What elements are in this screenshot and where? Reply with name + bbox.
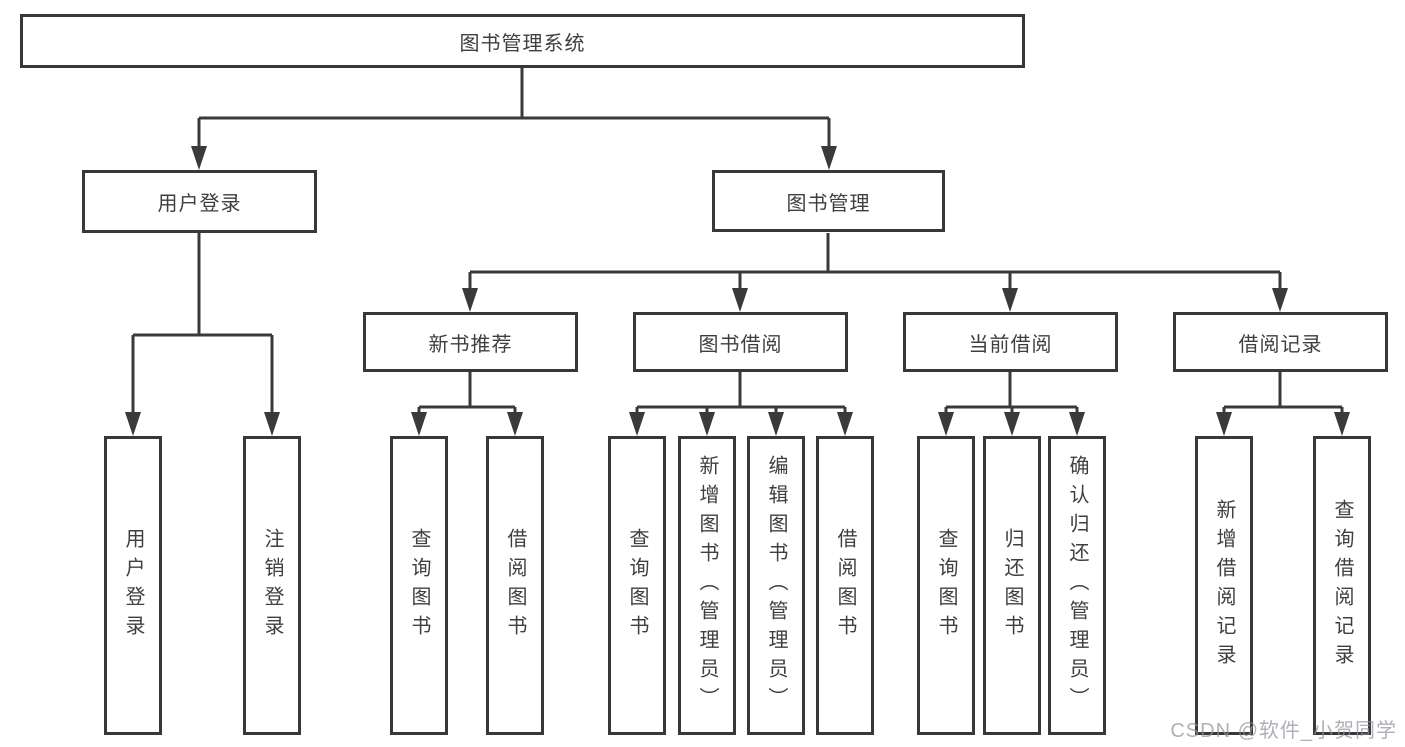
arrowhead-icon (191, 146, 207, 170)
node-label: 查询图书 (626, 527, 648, 644)
node-leaf-logout: 注销登录 (243, 436, 301, 735)
node-leaf-query-books-3: 查询图书 (917, 436, 975, 735)
node-label: 用户登录 (157, 193, 242, 215)
node-leaf-query-borrow-record: 查询借阅记录 (1313, 436, 1371, 735)
node-label: 用户登录 (122, 527, 144, 644)
node-book-borrowing: 图书借阅 (633, 312, 848, 372)
node-label: 注销登录 (261, 527, 283, 644)
node-leaf-borrow-books-1: 借阅图书 (486, 436, 544, 735)
node-leaf-borrow-books-2: 借阅图书 (816, 436, 874, 735)
node-label: 新增借阅记录 (1213, 498, 1235, 673)
node-leaf-query-books-2: 查询图书 (608, 436, 666, 735)
arrowhead-icon (629, 412, 645, 436)
arrowhead-icon (1272, 288, 1288, 312)
arrowhead-icon (821, 146, 837, 170)
node-label: 查询借阅记录 (1331, 498, 1353, 673)
node-book-management: 图书管理 (712, 170, 945, 232)
node-label: 当前借阅 (968, 333, 1053, 356)
arrowhead-icon (125, 412, 141, 436)
node-label: 新书推荐 (428, 333, 513, 356)
arrowhead-icon (768, 412, 784, 436)
arrowhead-icon (264, 412, 280, 436)
arrowhead-icon (938, 412, 954, 436)
csdn-watermark: CSDN @软件_小贺同学 (1170, 720, 1397, 742)
node-borrowing-records: 借阅记录 (1173, 312, 1388, 372)
node-label: 归还图书 (1001, 527, 1023, 644)
node-leaf-add-books-admin: 新增图书（管理员） (678, 436, 736, 735)
node-label: 图书管理系统 (459, 32, 586, 55)
node-leaf-return-books: 归还图书 (983, 436, 1041, 735)
node-user-login: 用户登录 (82, 170, 317, 233)
node-leaf-add-borrow-record: 新增借阅记录 (1195, 436, 1253, 735)
node-label: 确认归还（管理员） (1066, 455, 1088, 716)
node-leaf-query-books-1: 查询图书 (390, 436, 448, 735)
arrowhead-icon (507, 412, 523, 436)
arrowhead-icon (1334, 412, 1350, 436)
arrowhead-icon (732, 288, 748, 312)
node-label: 查询图书 (408, 527, 430, 644)
arrowhead-icon (1069, 412, 1085, 436)
arrowhead-icon (837, 412, 853, 436)
arrowhead-icon (411, 412, 427, 436)
node-label: 图书借阅 (698, 333, 783, 356)
node-leaf-confirm-return-admin: 确认归还（管理员） (1048, 436, 1106, 735)
arrowhead-icon (1004, 412, 1020, 436)
node-new-book-recommend: 新书推荐 (363, 312, 578, 372)
node-label: 查询图书 (935, 527, 957, 644)
node-label: 借阅图书 (834, 527, 856, 644)
node-label: 借阅图书 (504, 527, 526, 644)
arrowhead-icon (1002, 288, 1018, 312)
node-label: 借阅记录 (1238, 333, 1323, 356)
arrowhead-icon (1216, 412, 1232, 436)
node-current-borrowing: 当前借阅 (903, 312, 1118, 372)
arrowhead-icon (462, 288, 478, 312)
node-label: 图书管理 (786, 192, 871, 215)
node-root-library-system: 图书管理系统 (20, 14, 1025, 68)
node-label: 新增图书（管理员） (696, 455, 718, 716)
node-leaf-edit-books-admin: 编辑图书（管理员） (747, 436, 805, 735)
node-label: 编辑图书（管理员） (765, 455, 787, 716)
node-leaf-user-login: 用户登录 (104, 436, 162, 735)
arrowhead-icon (699, 412, 715, 436)
